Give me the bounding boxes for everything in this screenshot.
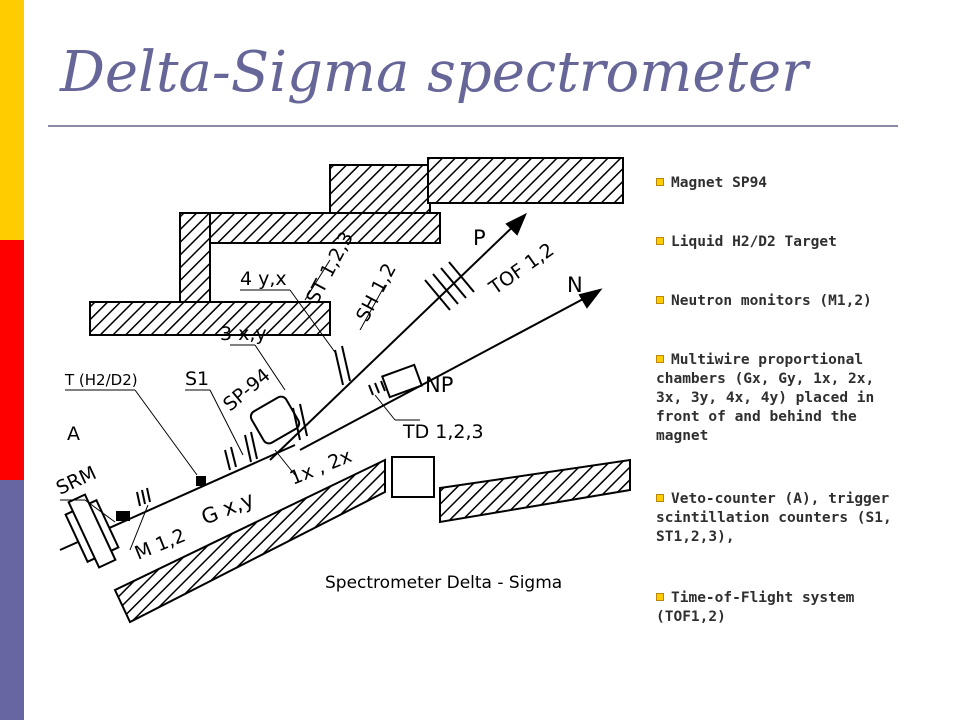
- bullet-square-icon: [656, 237, 664, 245]
- bullet-text: Veto-counter (A), trigger scintillation …: [656, 491, 892, 545]
- accent-bar-red: [0, 240, 24, 480]
- bullet-item-monitors: Neutron monitors (M1,2): [656, 292, 904, 311]
- leader-lines: [60, 259, 420, 551]
- bullet-square-icon: [656, 355, 664, 363]
- label-s1: S1: [185, 368, 209, 390]
- bullet-text: Magnet SP94: [671, 175, 768, 191]
- diagram-labels: SRM A T (H2/D2) S1 SP-94 3 x,y 4 y,x ST …: [55, 226, 583, 593]
- accent-bar-yellow: [0, 0, 24, 240]
- accent-bar-blue: [0, 480, 24, 720]
- bullet-square-icon: [656, 178, 664, 186]
- title-underline: [48, 125, 898, 127]
- label-td: TD 1,2,3: [402, 421, 484, 443]
- bullet-square-icon: [656, 494, 664, 502]
- bullet-text: Time-of-Flight system (TOF1,2): [656, 590, 855, 625]
- label-a: A: [67, 423, 80, 445]
- label-4yx: 4 y,x: [240, 268, 287, 290]
- label-3xy: 3 x,y: [220, 323, 267, 345]
- label-np: NP: [425, 373, 453, 397]
- bullet-item-counters: Veto-counter (A), trigger scintillation …: [656, 490, 904, 547]
- bullet-square-icon: [656, 593, 664, 601]
- bullet-text: Liquid H2/D2 Target: [671, 234, 837, 250]
- detector-elements: [64, 261, 475, 569]
- label-gxy: G x,y: [198, 487, 258, 530]
- label-target: T (H2/D2): [64, 371, 138, 389]
- bullet-text: Neutron monitors (M1,2): [671, 293, 872, 309]
- slide-title: Delta-Sigma spectrometer: [60, 40, 808, 105]
- label-n: N: [567, 273, 583, 297]
- beam-lines: [59, 212, 603, 551]
- lower-shielding: [113, 456, 631, 624]
- spectrometer-diagram: SRM A T (H2/D2) S1 SP-94 3 x,y 4 y,x ST …: [55, 157, 631, 624]
- bullet-item-magnet: Magnet SP94: [656, 174, 904, 193]
- label-sh: SH 1,2: [352, 260, 401, 326]
- label-tof: TOF 1,2: [484, 239, 558, 300]
- label-srm: SRM: [55, 462, 100, 500]
- diagram-caption: Spectrometer Delta - Sigma: [325, 573, 562, 593]
- bullet-item-tof: Time-of-Flight system (TOF1,2): [656, 589, 904, 627]
- bullet-text: Multiwire proportional chambers (Gx, Gy,…: [656, 352, 875, 444]
- bullet-item-chambers: Multiwire proportional chambers (Gx, Gy,…: [656, 351, 904, 446]
- bullet-square-icon: [656, 296, 664, 304]
- bullet-item-target: Liquid H2/D2 Target: [656, 233, 904, 252]
- upper-shielding: [89, 157, 624, 336]
- label-p: P: [473, 226, 486, 250]
